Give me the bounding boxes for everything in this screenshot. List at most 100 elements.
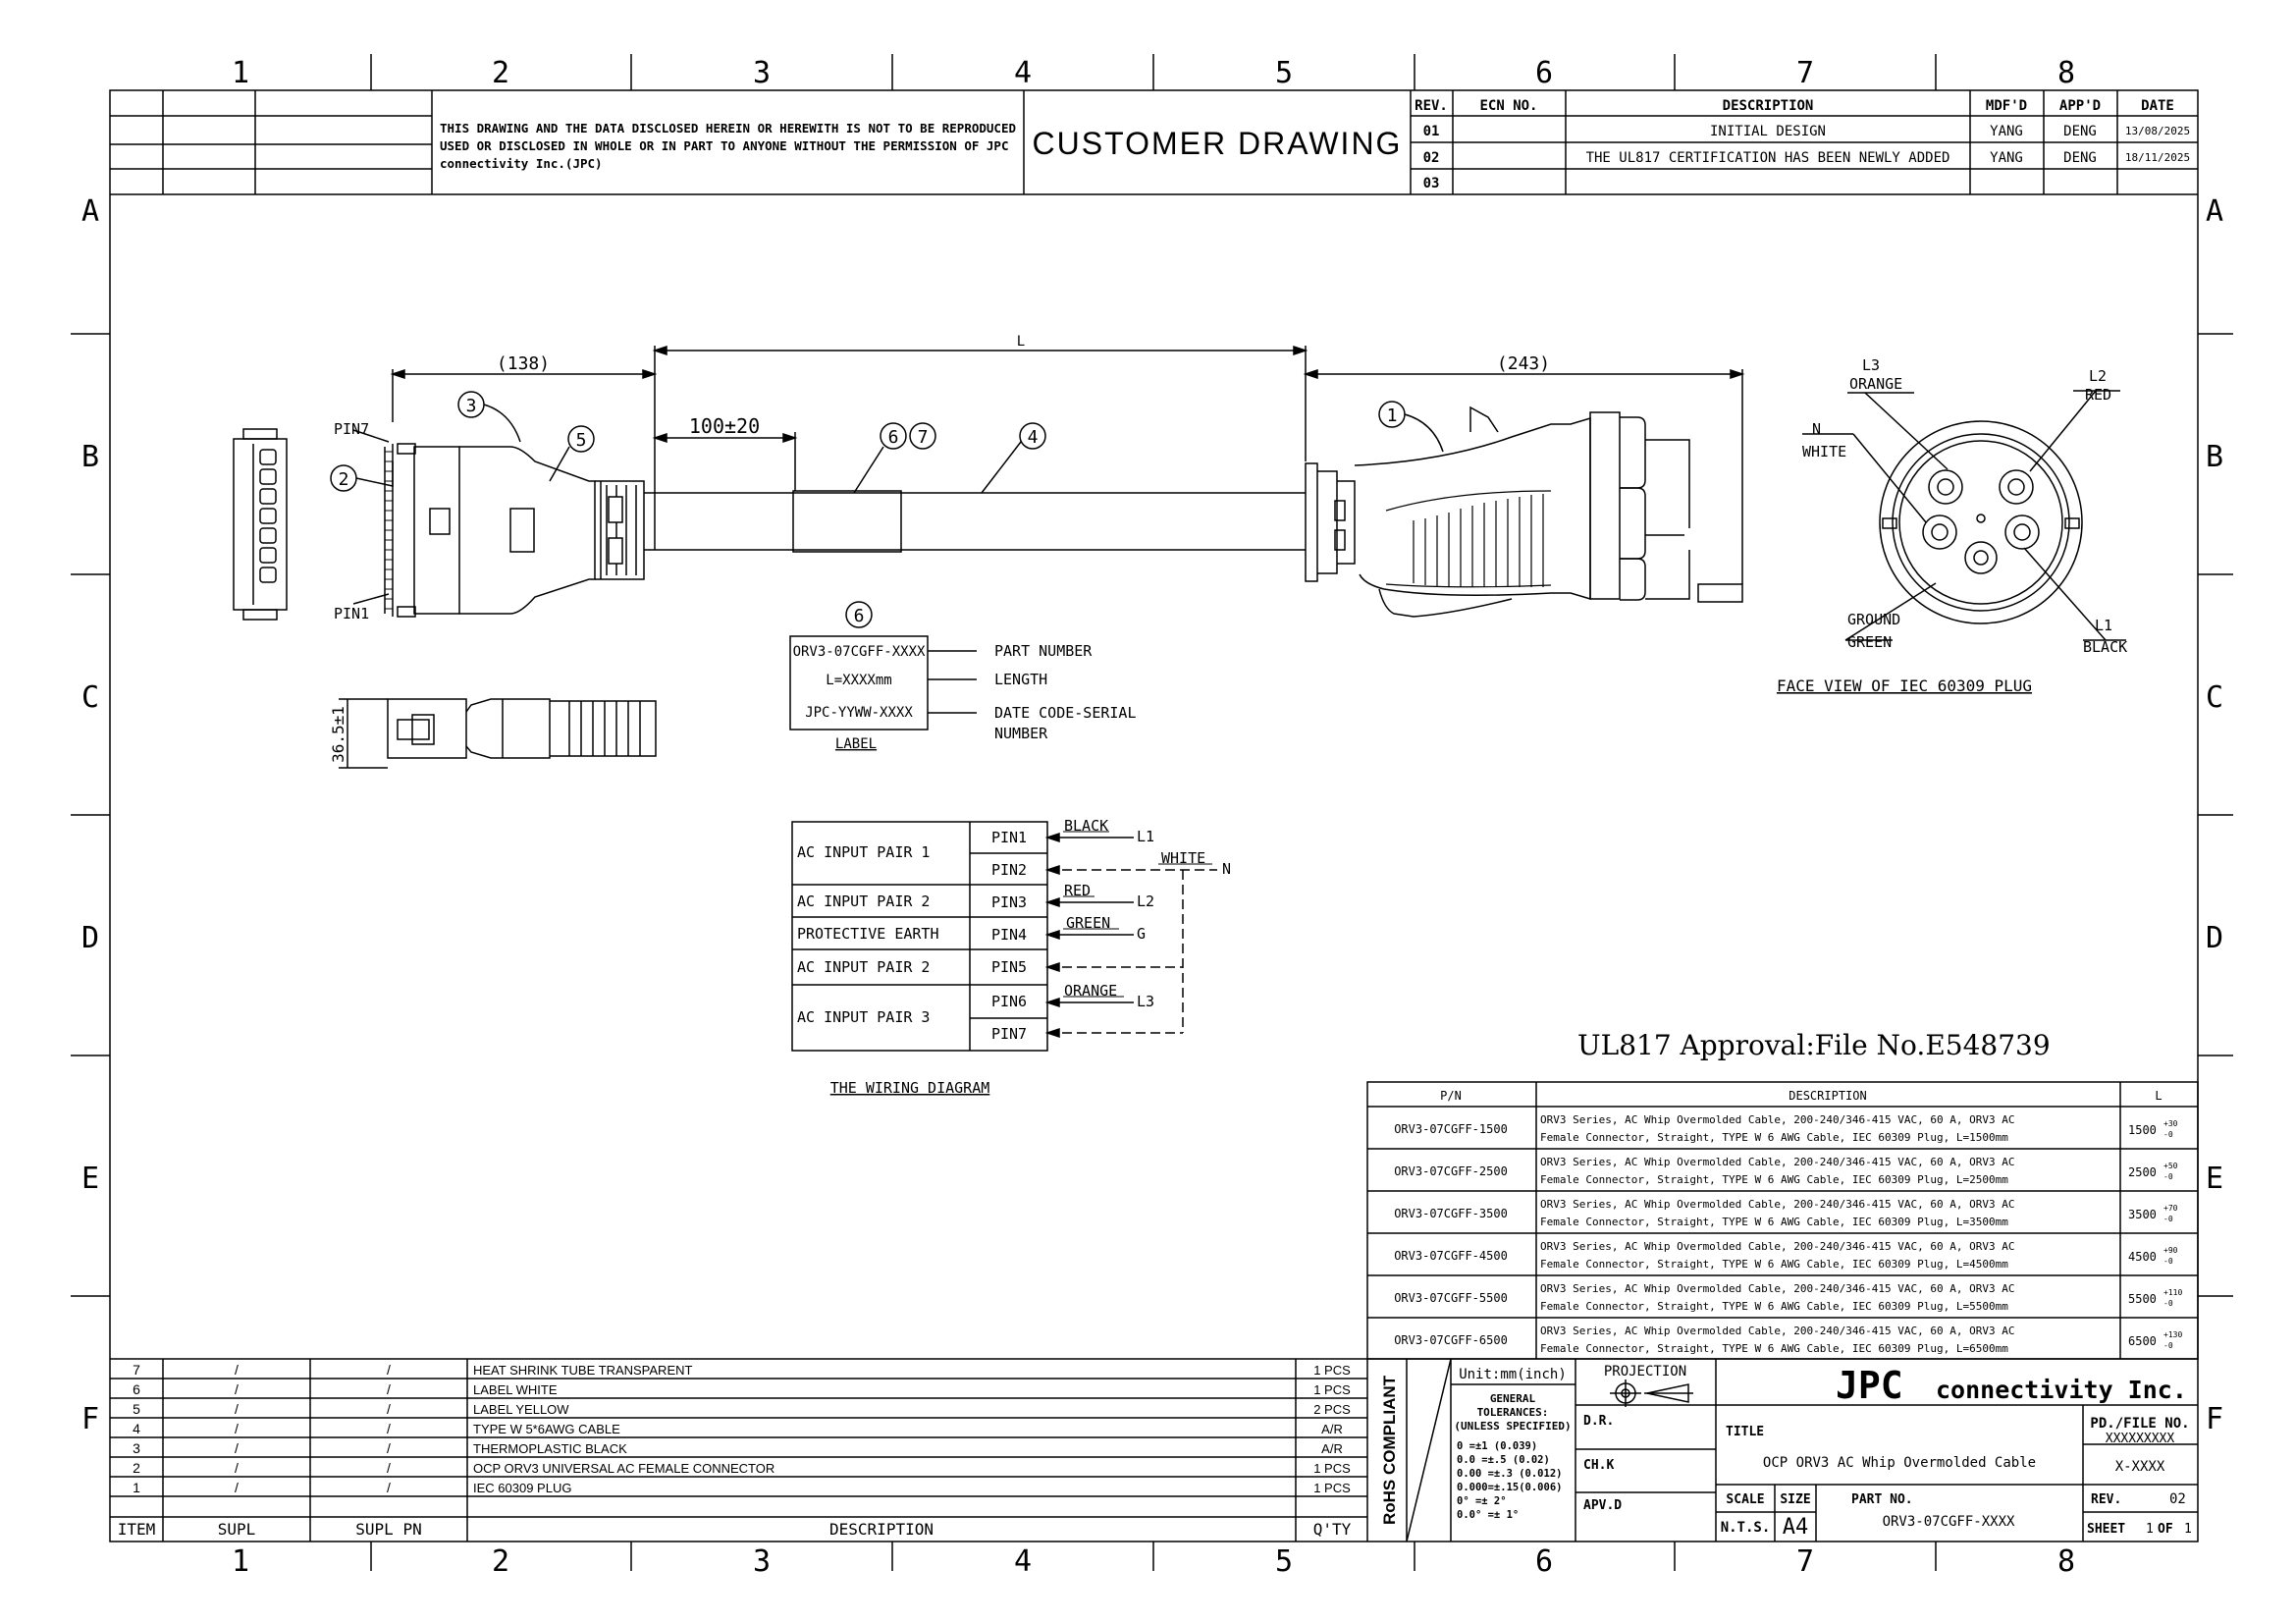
face-label-n: N — [1812, 420, 1821, 438]
zone-col-8: 8 — [2057, 56, 2075, 90]
pn-row-part-number: ORV3-07CGFF-5500 — [1394, 1291, 1508, 1305]
bom-row-qty: 1 PCS — [1313, 1382, 1351, 1397]
bom-row-supl: / — [235, 1381, 239, 1397]
dim-right-length: (243) — [1497, 353, 1550, 374]
pn-row-desc-line-2: Female Connector, Straight, TYPE W 6 AWG… — [1540, 1258, 2008, 1271]
tb-of-label: OF — [2158, 1522, 2173, 1537]
rev-row-1-app: DENG — [2063, 124, 2097, 139]
wiring-group-ac-pair-1: AC INPUT PAIR 1 — [797, 843, 930, 861]
rev-row-2-desc: THE UL817 CERTIFICATION HAS BEEN NEWLY A… — [1586, 150, 1950, 166]
zone-col-3-bottom: 3 — [753, 1544, 771, 1579]
balloon-5 — [567, 425, 595, 453]
wire-white: WHITE — [1161, 849, 1205, 867]
zone-row-c: C — [81, 680, 99, 715]
balloon-4-label: 4 — [1028, 427, 1039, 448]
rev-row-3-rev: 03 — [1423, 176, 1440, 191]
pn-row-tolerance-plus: +90 — [2163, 1246, 2178, 1255]
face-label-l3: L3 — [1862, 356, 1880, 374]
face-label-orange: ORANGE — [1849, 375, 1902, 393]
tb-rev: 02 — [2169, 1491, 2186, 1507]
bom-row-supl-pn: / — [387, 1460, 391, 1476]
zone-row-d-right: D — [2206, 921, 2223, 955]
tb-scale-label: SCALE — [1726, 1492, 1764, 1507]
pn-row-part-number: ORV3-07CGFF-1500 — [1394, 1122, 1508, 1136]
zone-col-4-bottom: 4 — [1014, 1544, 1032, 1579]
rohs-compliant: RoHS COMPLIANT — [1380, 1375, 1399, 1525]
pn-row-tolerance-plus: +70 — [2163, 1204, 2178, 1213]
bom-row-description: LABEL YELLOW — [473, 1402, 569, 1417]
zone-col-5: 5 — [1275, 56, 1293, 90]
tb-tol-line-4: 0.000=±.15(0.006) — [1457, 1482, 1562, 1493]
bom-row-qty: 1 PCS — [1313, 1461, 1351, 1476]
tb-size: A4 — [1783, 1515, 1809, 1540]
dim-side-height: 36.5±1 — [329, 706, 347, 763]
tb-pd-label: PD./FILE NO. — [2090, 1416, 2189, 1432]
pn-row-tolerance-minus: -0 — [2163, 1215, 2173, 1223]
pn-row-length: 4500 — [2128, 1250, 2157, 1264]
pin1-label: PIN1 — [334, 605, 369, 622]
pn-row-length: 3500 — [2128, 1208, 2157, 1221]
zone-row-e-right: E — [2206, 1162, 2223, 1196]
pn-header-description: DESCRIPTION — [1789, 1089, 1866, 1103]
balloon-1-label: 1 — [1387, 406, 1398, 426]
rev-header-app: APP'D — [2059, 98, 2101, 114]
bom-row-item: 3 — [133, 1440, 140, 1456]
label-part-number: ORV3-07CGFF-XXXX — [793, 644, 926, 660]
tb-tol-line-3: 0.00 =±.3 (0.012) — [1457, 1468, 1562, 1480]
rev-row-1-mdf: YANG — [1990, 124, 2023, 139]
dim-tolerance: 100±20 — [689, 414, 760, 438]
pn-row-tolerance-minus: -0 — [2163, 1341, 2173, 1350]
pin7-label: PIN7 — [334, 420, 369, 438]
zone-row-f-right: F — [2206, 1402, 2223, 1436]
tb-tol-line-6: 0.0° =± 1° — [1457, 1509, 1519, 1521]
bom-row-item: 7 — [133, 1362, 140, 1378]
label-length: L=XXXXmm — [826, 673, 891, 688]
tb-tol-line-1: 0 =±1 (0.039) — [1457, 1440, 1537, 1452]
zone-col-8-bottom: 8 — [2057, 1544, 2075, 1579]
bom-row-description: LABEL WHITE — [473, 1382, 558, 1397]
rev-header-description: DESCRIPTION — [1723, 98, 1814, 114]
tb-title: OCP ORV3 AC Whip Overmolded Cable — [1763, 1455, 2036, 1471]
bom-header-supl-pn: SUPL PN — [355, 1520, 421, 1539]
tb-tol-title-3: (UNLESS SPECIFIED) — [1454, 1420, 1571, 1433]
wiring-pin3: PIN3 — [991, 893, 1027, 911]
bom-row-qty: 1 PCS — [1313, 1363, 1351, 1378]
pn-row-desc-line-1: ORV3 Series, AC Whip Overmolded Cable, 2… — [1540, 1198, 2014, 1211]
tb-title-label: TITLE — [1726, 1425, 1764, 1439]
bom-header-item: ITEM — [118, 1520, 156, 1539]
wiring-pin5: PIN5 — [991, 958, 1027, 976]
bom-row-supl: / — [235, 1440, 239, 1456]
cable-assembly-drawing — [233, 345, 2126, 1052]
rev-row-1-desc: INITIAL DESIGN — [1710, 124, 1826, 139]
face-label-red: RED — [2085, 386, 2111, 404]
label-date-code: JPC-YYWW-XXXX — [805, 705, 913, 721]
bom-row-supl: / — [235, 1401, 239, 1417]
zone-col-1: 1 — [232, 56, 249, 90]
rev-row-1-date: 13/08/2025 — [2125, 125, 2190, 137]
bom-header-supl: SUPL — [218, 1520, 256, 1539]
wiring-group-protective-earth: PROTECTIVE EARTH — [797, 925, 939, 943]
pn-row-desc-line-1: ORV3 Series, AC Whip Overmolded Cable, 2… — [1540, 1156, 2014, 1168]
bom-row-qty: 2 PCS — [1313, 1402, 1351, 1417]
tb-tol-title-1: GENERAL — [1490, 1392, 1536, 1405]
zone-col-7-bottom: 7 — [1796, 1544, 1814, 1579]
pn-row-tolerance-minus: -0 — [2163, 1257, 2173, 1266]
tb-tol-title-2: TOLERANCES: — [1477, 1406, 1549, 1419]
tb-sheet-label: SHEET — [2087, 1522, 2125, 1537]
wire-n: N — [1222, 860, 1231, 878]
tb-chk: CH.K — [1583, 1458, 1614, 1473]
tb-of: 1 — [2184, 1522, 2192, 1537]
balloon-2-label: 2 — [339, 469, 349, 490]
bom-row-item: 1 — [133, 1480, 140, 1495]
bom-row-supl: / — [235, 1460, 239, 1476]
bom-row-supl: / — [235, 1421, 239, 1436]
balloon-3-label: 3 — [466, 396, 477, 416]
label-caption: LABEL — [835, 736, 877, 752]
pn-row-tolerance-plus: +110 — [2163, 1288, 2182, 1297]
pn-row-desc-line-2: Female Connector, Straight, TYPE W 6 AWG… — [1540, 1342, 2008, 1355]
rev-header-date: DATE — [2141, 98, 2174, 114]
wiring-pin4: PIN4 — [991, 926, 1027, 944]
pn-row-desc-line-2: Female Connector, Straight, TYPE W 6 AWG… — [1540, 1300, 2008, 1313]
bom-row-supl: / — [235, 1480, 239, 1495]
